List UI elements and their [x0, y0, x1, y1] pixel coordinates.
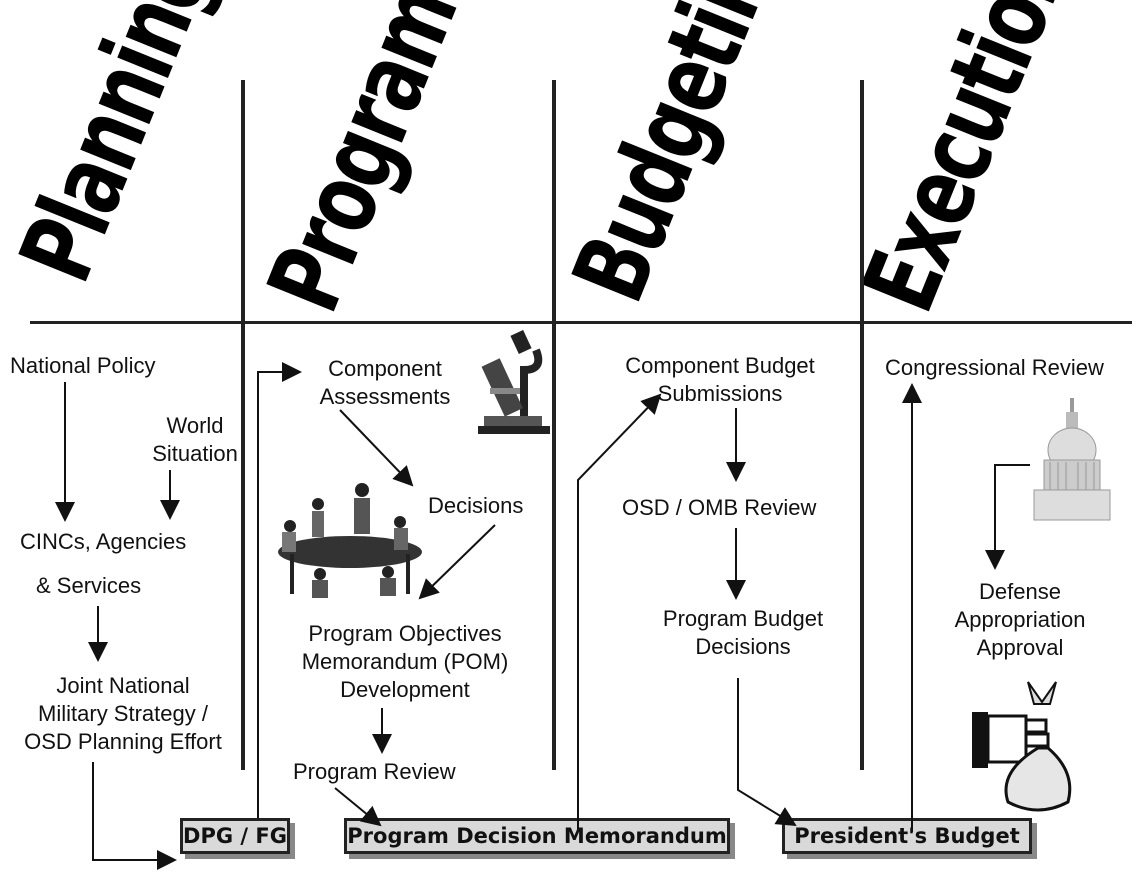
arrow-decisions-to-pom	[418, 524, 496, 600]
arrow-assessments-to-decisions	[339, 409, 414, 487]
program-decision-memorandum-box: Program Decision Memorandum	[344, 818, 730, 854]
arrow-program-budget-to-presidents	[737, 678, 797, 827]
column-divider-2	[552, 80, 556, 770]
presidents-budget-box: President's Budget	[782, 818, 1032, 854]
cincs-agencies-label: CINCs, Agencies	[20, 529, 187, 554]
arrow-pdm-to-budget-submissions	[577, 393, 662, 830]
money-bag-hand-icon	[972, 681, 1072, 812]
column-divider-1	[241, 80, 245, 770]
dpg-fg-box: DPG / FG	[180, 818, 290, 854]
decisions-label: Decisions	[428, 493, 524, 518]
arrow-capitol-to-defense	[985, 464, 1030, 570]
services-label: & Services	[36, 573, 142, 598]
osd-omb-review-label: OSD / OMB Review	[622, 495, 817, 520]
capitol-building-icon	[1033, 398, 1111, 521]
meeting-table-icon	[278, 483, 422, 598]
national-policy-label: National Policy	[10, 353, 156, 378]
arrow-review-to-pdm	[334, 787, 382, 827]
program-review-label: Program Review	[293, 759, 456, 784]
microscope-icon	[478, 330, 550, 434]
congressional-review-label: Congressional Review	[885, 355, 1104, 380]
column-divider-3	[860, 80, 864, 770]
arrow-dpg-to-assessments	[257, 362, 302, 818]
arrow-joint-to-dpg	[92, 762, 177, 870]
header-divider-line	[30, 321, 1132, 324]
